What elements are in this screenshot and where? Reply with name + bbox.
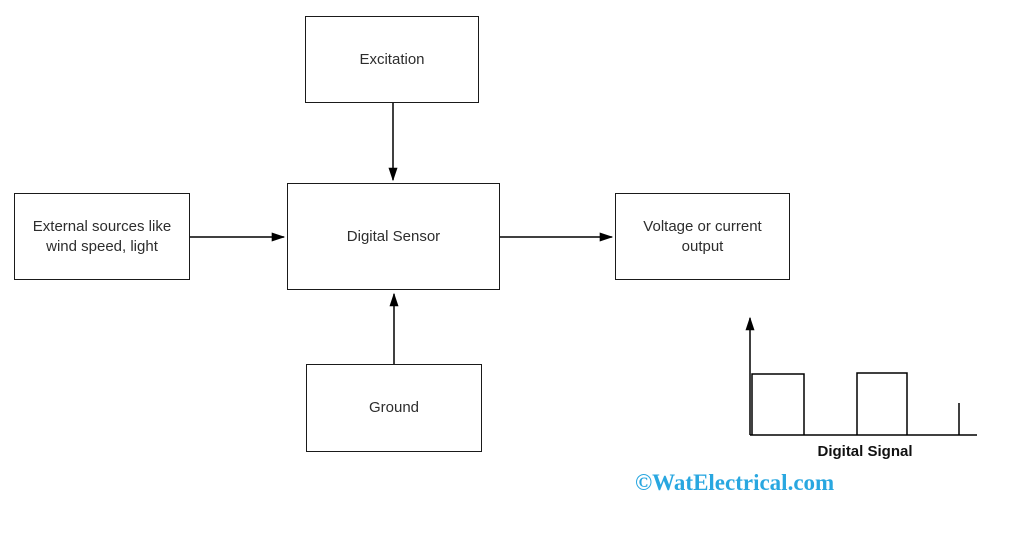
watermark-text: ©WatElectrical.com [635, 470, 835, 495]
node-excitation-label: Excitation [359, 50, 425, 68]
node-excitation: Excitation [305, 16, 479, 103]
digital-signal-waveform [745, 316, 977, 436]
node-external-sources-label: External sources like wind speed, light [32, 218, 172, 255]
node-ground: Ground [306, 364, 482, 452]
waveform-pulse-2 [856, 372, 908, 435]
node-voltage-output: Voltage or current output [615, 193, 790, 280]
node-digital-sensor: Digital Sensor [287, 183, 500, 290]
digital-signal-caption: Digital Signal [817, 443, 913, 460]
waveform-pulse-1 [751, 373, 805, 435]
node-voltage-output-label: Voltage or current output [643, 218, 762, 255]
node-external-sources: External sources like wind speed, light [14, 193, 190, 280]
node-digital-sensor-label: Digital Sensor [346, 227, 441, 245]
node-ground-label: Ground [368, 399, 420, 417]
